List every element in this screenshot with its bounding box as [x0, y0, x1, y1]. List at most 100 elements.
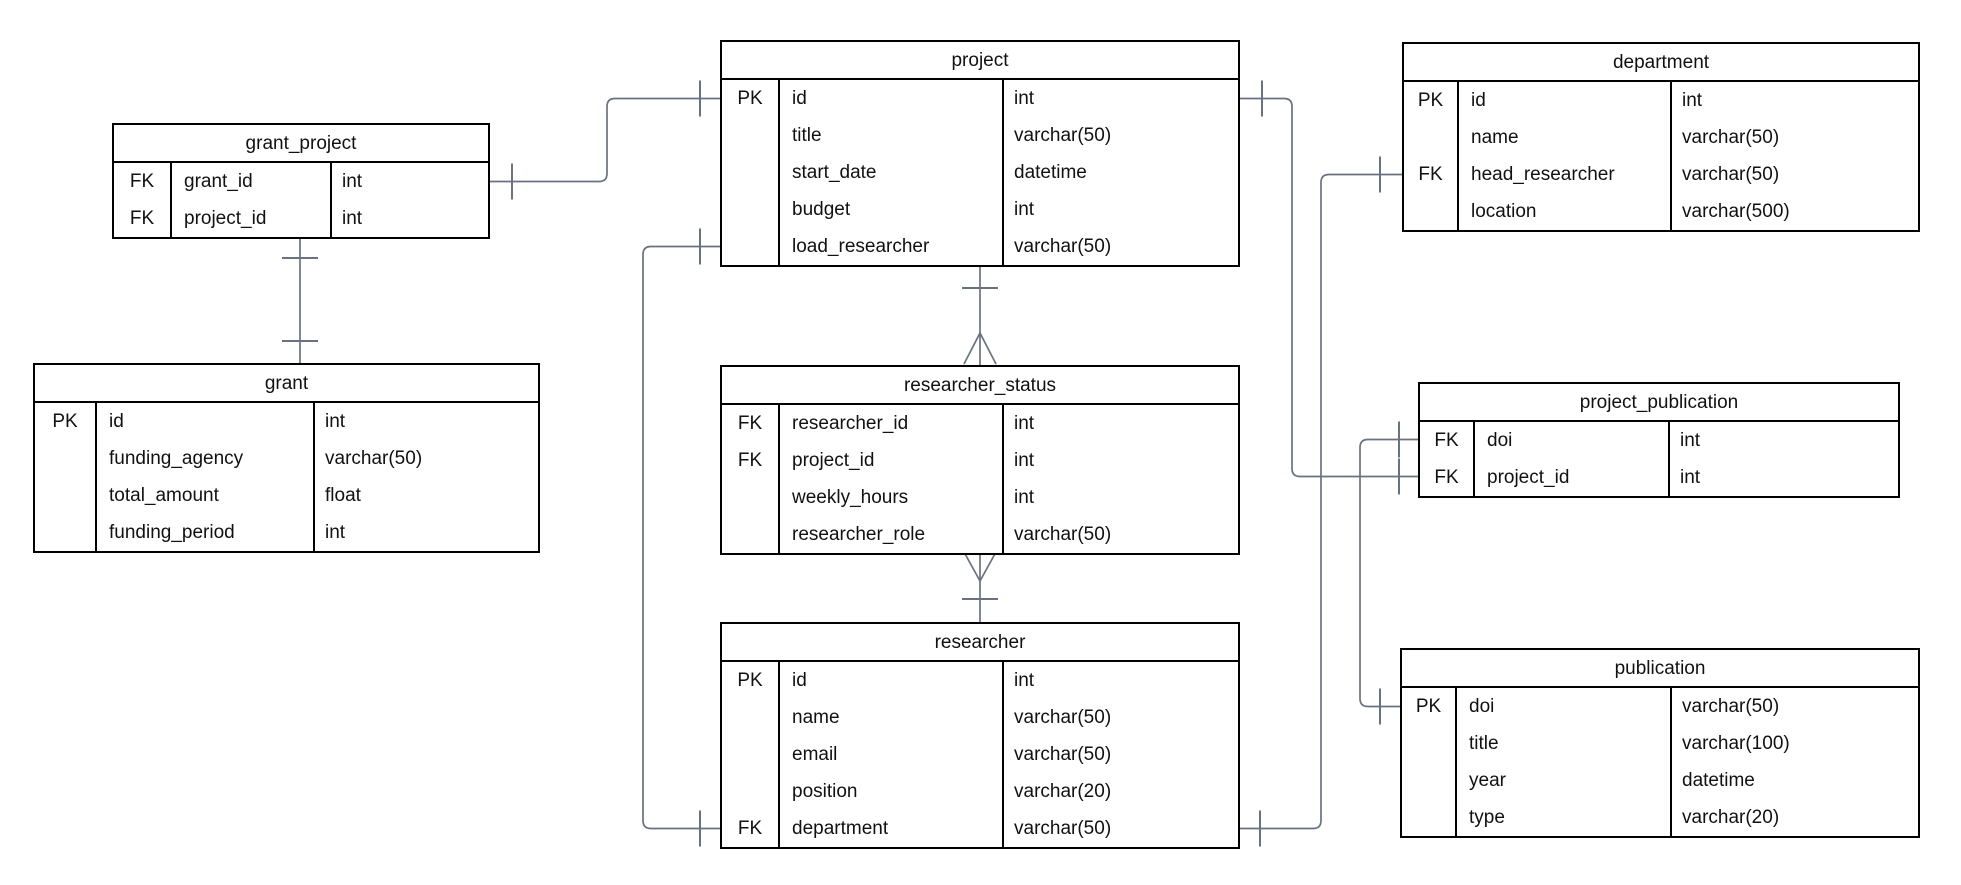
- column-type: datetime: [1014, 162, 1087, 183]
- column-type: int: [1682, 90, 1703, 111]
- key-badge: [1402, 725, 1455, 762]
- column-type: int: [1014, 450, 1035, 471]
- column-type: varchar(500): [1682, 201, 1790, 222]
- column-name: project_id: [792, 450, 875, 471]
- entity-title: grant: [35, 365, 538, 403]
- column-name: head_researcher: [1471, 164, 1615, 185]
- key-badge: FK: [1434, 430, 1459, 451]
- column-type: int: [1014, 413, 1035, 434]
- entity-title: project_publication: [1420, 384, 1898, 422]
- column-name: id: [109, 411, 124, 432]
- column-name: funding_period: [109, 522, 235, 543]
- column-type: varchar(50): [1682, 696, 1780, 717]
- column-type: varchar(20): [1014, 781, 1112, 802]
- relationship-researcher_status-researcher: [962, 551, 998, 622]
- type-column: int varchar(50) varchar(50) varchar(500): [1672, 82, 1918, 230]
- key-badge: [35, 440, 95, 477]
- column-type: varchar(50): [1682, 127, 1780, 148]
- column-name: funding_agency: [109, 448, 244, 469]
- column-name: type: [1469, 807, 1505, 828]
- column-type: varchar(50): [1014, 707, 1112, 728]
- entity-title: researcher_status: [722, 367, 1238, 405]
- key-badge: PK: [1415, 696, 1442, 717]
- column-name: id: [792, 88, 807, 109]
- entity-title: publication: [1402, 650, 1918, 688]
- key-column: PK FK: [722, 662, 780, 847]
- key-column: FK FK: [1420, 422, 1475, 496]
- key-badge: FK: [737, 818, 763, 839]
- key-badge: [35, 477, 95, 514]
- column-name: name: [1471, 127, 1519, 148]
- relationship-grant_project-grant: [282, 239, 318, 363]
- column-type: int: [1014, 88, 1035, 109]
- column-name: grant_id: [184, 171, 253, 192]
- key-badge: [1404, 119, 1457, 156]
- column-type: int: [1680, 467, 1701, 488]
- column-name: researcher_role: [792, 524, 926, 545]
- column-type: int: [1680, 430, 1701, 451]
- key-badge: [722, 516, 778, 553]
- type-column: int varchar(50) datetime int varchar(50): [1004, 80, 1238, 265]
- column-type: varchar(20): [1682, 807, 1780, 828]
- key-badge: [1404, 193, 1457, 230]
- column-type: datetime: [1682, 770, 1755, 791]
- column-name: title: [792, 125, 822, 146]
- relationship-project-researcher-left: [642, 228, 720, 847]
- column-type: varchar(50): [1682, 164, 1780, 185]
- key-badge: [722, 736, 778, 773]
- relationship-project-researcher_status: [962, 265, 998, 365]
- key-badge: FK: [129, 171, 155, 192]
- entity-title: grant_project: [114, 125, 488, 163]
- column-type: float: [325, 485, 361, 506]
- column-type: int: [1014, 487, 1035, 508]
- column-type: varchar(50): [1014, 524, 1112, 545]
- column-type: int: [342, 171, 363, 192]
- key-badge: FK: [1418, 164, 1443, 185]
- column-type: varchar(50): [325, 448, 423, 469]
- key-badge: FK: [1434, 467, 1459, 488]
- key-badge: [722, 773, 778, 810]
- column-name: load_researcher: [792, 236, 930, 257]
- column-name: doi: [1469, 696, 1495, 717]
- name-column: grant_id project_id: [172, 163, 332, 237]
- column-type: int: [1014, 199, 1035, 220]
- column-name: title: [1469, 733, 1499, 754]
- column-type: varchar(50): [1014, 125, 1112, 146]
- key-badge: [722, 228, 778, 265]
- many-marker: [963, 551, 997, 583]
- key-badge: PK: [737, 670, 763, 691]
- column-type: varchar(50): [1014, 236, 1112, 257]
- column-type: varchar(50): [1014, 818, 1112, 839]
- type-column: int int: [1670, 422, 1898, 496]
- column-name: start_date: [792, 162, 877, 183]
- relationship-project-project_publication: [1240, 80, 1418, 495]
- key-column: PK: [1402, 688, 1457, 836]
- key-badge: [722, 479, 778, 516]
- column-name: budget: [792, 199, 851, 220]
- many-marker: [963, 331, 997, 365]
- column-name: project_id: [184, 208, 267, 229]
- key-badge: [722, 117, 778, 154]
- relationship-researcher-department: [1240, 156, 1402, 847]
